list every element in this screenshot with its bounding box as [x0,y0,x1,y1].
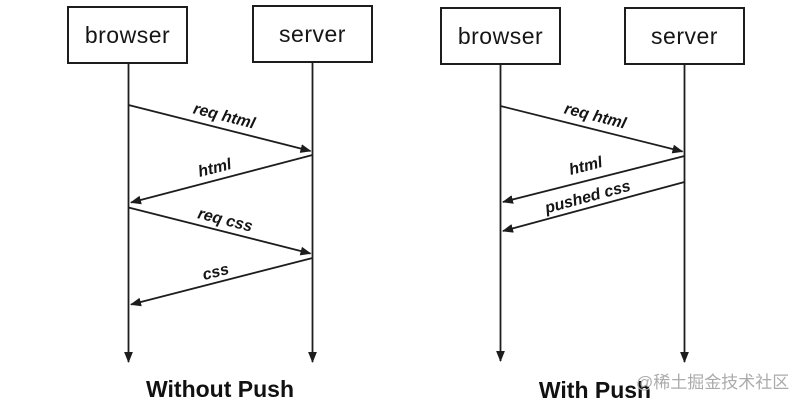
actor-label-server-right: server [651,22,718,49]
arrow-req-html-left [128,104,312,153]
actor-box-server-left: server [252,5,373,63]
arrow-html-left [130,154,313,205]
arrow-pushed-css-right [502,181,685,233]
lifelines-without-push [124,63,317,363]
actor-box-browser-left: browser [67,6,188,64]
messages-without-push [128,104,313,307]
actor-label-server-left: server [279,20,346,47]
actor-box-browser-right: browser [440,7,561,65]
actor-box-server-right: server [624,7,745,65]
lifelines-with-push [496,65,689,363]
watermark-text: @稀土掘金技术社区 [636,373,790,392]
arrow-html-right [502,155,685,204]
diagram-title-without-push: Without Push [146,376,294,402]
arrow-req-html-right [500,105,684,154]
actor-label-browser-right: browser [457,22,544,49]
actor-label-browser-left: browser [84,21,171,48]
messages-with-push [500,105,685,233]
arrow-css-left [130,257,313,307]
diagram-title-with-push: With Push [538,377,652,402]
arrow-req-css-left [128,206,312,256]
